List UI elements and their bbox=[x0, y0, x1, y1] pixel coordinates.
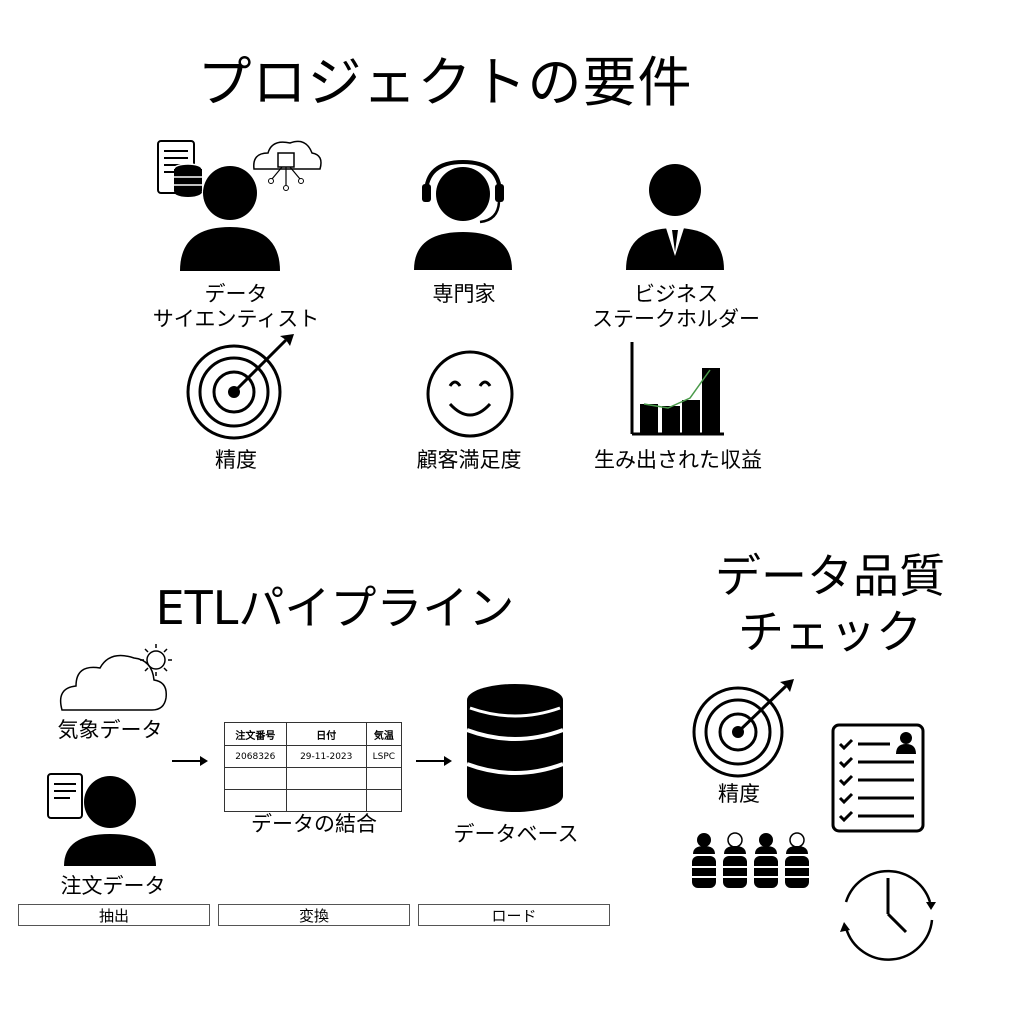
table-header: 日付 bbox=[285, 722, 367, 746]
table-cell: 2068326 bbox=[224, 745, 287, 768]
table-row bbox=[224, 767, 403, 790]
clock-icon bbox=[840, 869, 936, 961]
accuracy-label: 精度 bbox=[215, 448, 257, 472]
table-cell bbox=[285, 767, 367, 790]
arrow-right-icon bbox=[416, 756, 452, 766]
table-cell bbox=[224, 767, 287, 790]
smiley-icon bbox=[426, 350, 514, 438]
dq-accuracy-label: 精度 bbox=[718, 782, 760, 806]
table-row: 2068326 29-11-2023 LSPC bbox=[224, 745, 403, 768]
database-icon bbox=[466, 684, 564, 812]
data-scientist-label: データ サイエンティスト bbox=[152, 282, 320, 331]
business-stakeholder-label: ビジネス ステークホルダー bbox=[592, 282, 760, 331]
etl-title: ETLパイプライン bbox=[155, 581, 515, 635]
target-icon bbox=[186, 334, 294, 440]
revenue-chart-icon bbox=[630, 342, 724, 436]
data-join-label: データの結合 bbox=[251, 812, 377, 836]
table-cell bbox=[285, 789, 367, 812]
business-stakeholder-icon bbox=[626, 164, 724, 270]
customer-satisfaction-label: 顧客満足度 bbox=[416, 448, 522, 472]
arrow-right-icon bbox=[172, 756, 208, 766]
data-scientist-icon bbox=[157, 140, 322, 271]
stage-load: ロード bbox=[418, 904, 610, 926]
stage-transform: 変換 bbox=[218, 904, 410, 926]
expert-label: 専門家 bbox=[432, 282, 496, 306]
table-header: 注文番号 bbox=[224, 722, 287, 746]
database-label: データベース bbox=[453, 822, 579, 846]
weather-data-label: 気象データ bbox=[57, 718, 163, 742]
order-person-icon bbox=[47, 773, 156, 866]
table-cell bbox=[224, 789, 287, 812]
table-cell: 29-11-2023 bbox=[285, 745, 367, 768]
checklist-icon bbox=[831, 723, 925, 833]
page-title: プロジェクトの要件 bbox=[197, 51, 693, 114]
table-header: 気温 bbox=[365, 722, 403, 746]
order-data-label: 注文データ bbox=[60, 874, 166, 898]
table-cell bbox=[365, 789, 403, 812]
weather-cloud-icon bbox=[59, 644, 172, 711]
data-quality-title: データ品質 チェック bbox=[715, 549, 945, 659]
table-cell bbox=[365, 767, 403, 790]
expert-headset-icon bbox=[414, 160, 512, 270]
join-table: 注文番号 日付 気温 2068326 29-11-2023 LSPC bbox=[224, 722, 403, 812]
stage-extract: 抽出 bbox=[18, 904, 210, 926]
table-row bbox=[224, 789, 403, 812]
table-header-row: 注文番号 日付 気温 bbox=[224, 722, 403, 746]
revenue-label: 生み出された収益 bbox=[594, 448, 762, 472]
target-icon bbox=[692, 679, 794, 778]
table-cell: LSPC bbox=[365, 745, 403, 768]
users-database-icon bbox=[692, 832, 809, 888]
